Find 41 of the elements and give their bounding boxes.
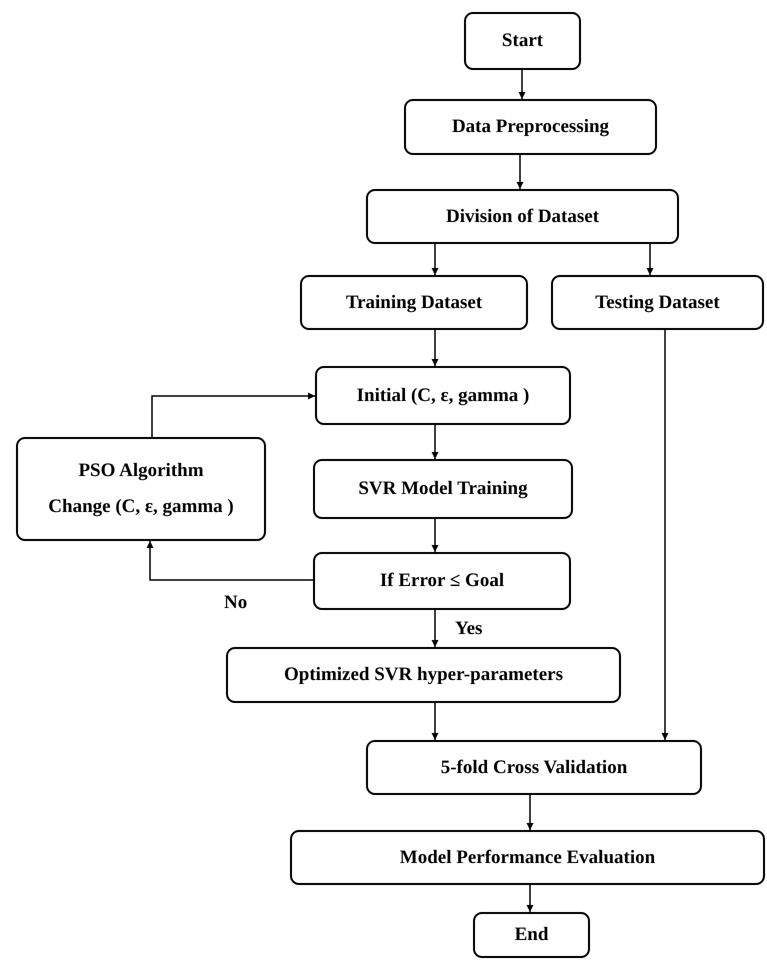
box-label: Start bbox=[502, 30, 544, 52]
box-label: Division of Dataset bbox=[446, 206, 600, 228]
process-box bbox=[366, 189, 679, 244]
box-label: SVR Model Training bbox=[358, 478, 528, 500]
process-box bbox=[300, 275, 528, 330]
process-box bbox=[315, 366, 571, 425]
box-label: 5-fold Cross Validation bbox=[440, 756, 628, 778]
box-label: Initial (C, ε, gamma ) bbox=[356, 384, 530, 406]
arrow bbox=[518, 70, 526, 99]
arrow bbox=[432, 610, 438, 647]
box-label: Optimized SVR hyper-parameters bbox=[284, 664, 563, 686]
process-box bbox=[464, 12, 581, 70]
box-label: Data Preprocessing bbox=[452, 116, 610, 138]
box-label: PSO Algorithm bbox=[78, 460, 204, 482]
arrow bbox=[526, 885, 534, 912]
arrow bbox=[151, 392, 315, 437]
process-box bbox=[404, 99, 657, 155]
box-label: Testing Dataset bbox=[595, 292, 720, 314]
box-label: Training Dataset bbox=[346, 292, 482, 314]
process-box bbox=[551, 275, 764, 330]
process-box bbox=[313, 459, 573, 519]
arrow bbox=[646, 244, 654, 275]
arrow bbox=[526, 795, 534, 830]
process-box bbox=[16, 437, 266, 541]
arrow bbox=[146, 541, 313, 581]
box-label: Change (C, ε, gamma ) bbox=[48, 496, 234, 518]
process-box bbox=[226, 647, 621, 703]
process-box bbox=[313, 552, 571, 610]
arrow bbox=[516, 155, 524, 189]
box-label: End bbox=[514, 924, 548, 946]
arrow bbox=[432, 330, 438, 366]
arrow bbox=[432, 425, 438, 459]
arrow bbox=[432, 703, 438, 740]
process-box bbox=[290, 830, 765, 885]
box-label: Model Performance Evaluation bbox=[400, 846, 656, 868]
arrow bbox=[662, 330, 668, 740]
arrow bbox=[432, 244, 438, 275]
box-label: If Error ≤ Goal bbox=[380, 570, 504, 592]
process-box bbox=[366, 740, 702, 795]
process-box bbox=[473, 912, 590, 958]
arrow bbox=[432, 519, 438, 552]
